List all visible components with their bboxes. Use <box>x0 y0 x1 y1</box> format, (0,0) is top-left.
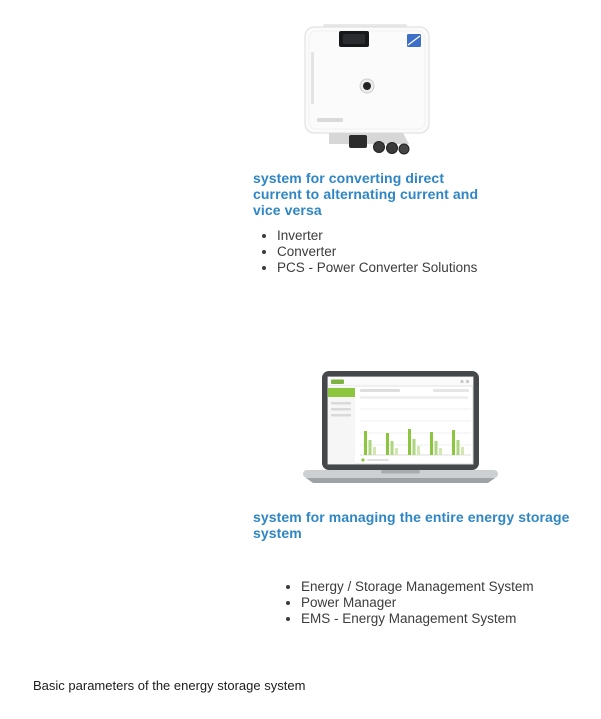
inverter-illustration <box>304 24 430 155</box>
laptop-dashboard-image <box>303 371 498 489</box>
footer-caption: Basic parameters of the energy storage s… <box>33 678 306 693</box>
bullet-item: Energy / Storage Management System <box>301 579 534 595</box>
bullet-item: Inverter <box>277 228 477 244</box>
inverter-image <box>293 22 443 164</box>
bullet-item: PCS - Power Converter Solutions <box>277 260 477 276</box>
section-1-bullet-list: Inverter Converter PCS - Power Converter… <box>262 228 477 277</box>
laptop-illustration <box>303 371 498 483</box>
bullet-item: Converter <box>277 244 477 260</box>
bullet-item: Power Manager <box>301 595 534 611</box>
bullet-item: EMS - Energy Management System <box>301 611 534 627</box>
section-1-heading: system for converting direct current to … <box>253 170 479 218</box>
section-2-heading: system for managing the entire energy st… <box>253 509 570 541</box>
section-2-bullet-list: Energy / Storage Management System Power… <box>286 579 534 628</box>
